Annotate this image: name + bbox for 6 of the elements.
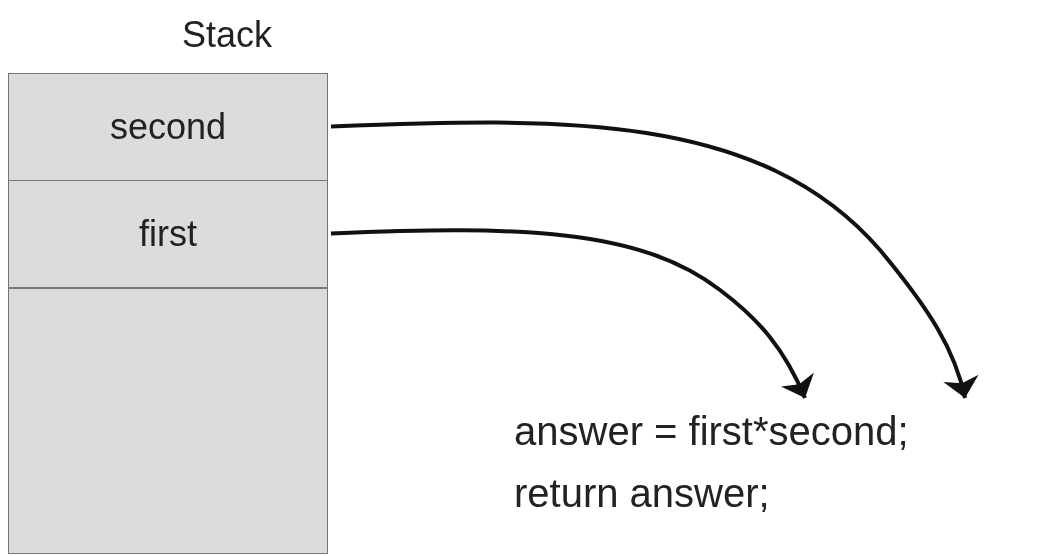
variable-label: second (109, 106, 227, 148)
stack-heading: Stack (180, 14, 273, 56)
code-text: answer = first*second; return answer; (514, 400, 1034, 524)
curved-arrow (330, 120, 978, 399)
curved-arrow (330, 228, 814, 399)
variable-label: first (139, 213, 197, 255)
